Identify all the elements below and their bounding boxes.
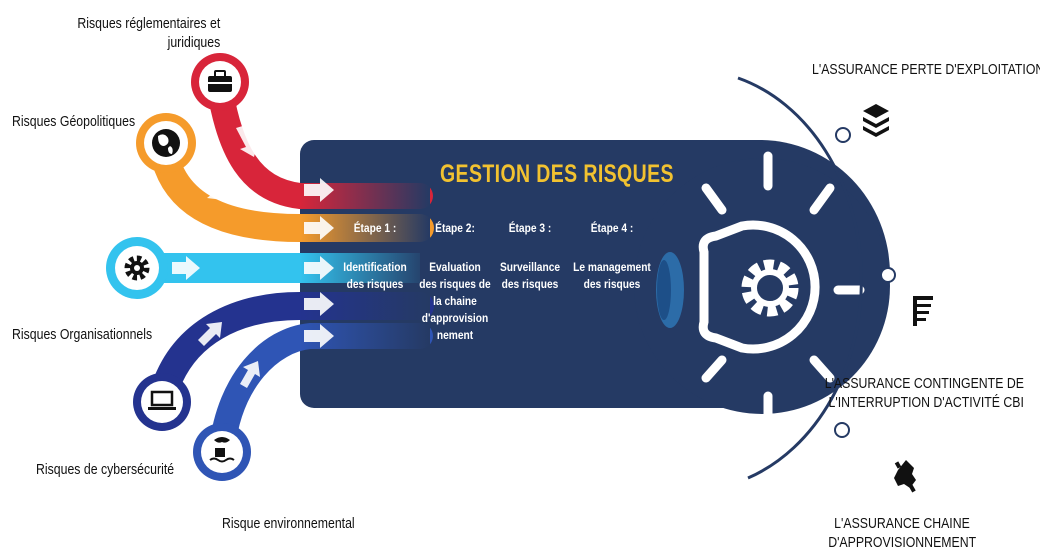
arc-node-middle xyxy=(880,267,896,283)
arrow-geopolitical xyxy=(196,174,223,200)
briefcase-icon xyxy=(208,70,232,92)
environment-node xyxy=(193,423,251,481)
step-2-label: Étape 2: xyxy=(435,221,475,235)
step-3-description: Surveillance des risques xyxy=(499,260,561,291)
globe-icon xyxy=(152,129,180,157)
arrow-entry-1 xyxy=(304,178,334,202)
ribbon-arrows xyxy=(172,125,334,388)
risk-label-cyber: Risques de cybersécurité xyxy=(36,461,175,478)
arrow-entry-3 xyxy=(304,256,334,280)
step-4-label: Étape 4 : xyxy=(590,221,634,235)
gear-node xyxy=(106,237,168,299)
handshake-icon xyxy=(894,460,916,493)
gear-icon xyxy=(124,255,150,281)
document-list-icon xyxy=(913,296,933,326)
arrow-entry-2 xyxy=(304,216,334,240)
arrow-organisational xyxy=(172,256,200,280)
step-4-description: Le management des risques xyxy=(573,260,651,291)
step-1-label: Étape 1 : xyxy=(353,221,397,235)
step-1-description: Identification des risques xyxy=(343,260,407,291)
risk-label-geopolitical: Risques Géopolitiques xyxy=(11,113,135,130)
briefcase-node xyxy=(191,53,249,111)
arrow-entry-5 xyxy=(304,324,334,348)
risk-label-organisational: Risques Organisationnels xyxy=(12,326,153,343)
arrow-entry-4 xyxy=(304,292,334,316)
globe-node xyxy=(136,113,196,173)
laptop-node xyxy=(133,373,191,431)
insurance-label-contingent-cbi: L'ASSURANCE CONTINGENTE DE L'INTERRUPTIO… xyxy=(824,375,1024,411)
arc-node-bottom xyxy=(834,422,850,438)
arrow-cyber xyxy=(198,322,222,346)
arrow-environment xyxy=(240,361,260,388)
environment-icon xyxy=(209,437,235,463)
outer-arc xyxy=(737,76,863,480)
arrow-regulatory xyxy=(236,125,258,157)
arc-node-top xyxy=(835,127,851,143)
risk-label-environment: Risque environnemental xyxy=(222,515,355,532)
risk-label-regulatory: Risques réglementaires et juridiques xyxy=(77,15,220,51)
layers-icon xyxy=(863,104,889,137)
step-2-description: Evaluation des risques de la chaine d'ap… xyxy=(419,260,491,342)
insurance-label-operating-loss: L'ASSURANCE PERTE D'EXPLOITATION xyxy=(812,61,1040,78)
ribbon-regulatory xyxy=(207,77,433,209)
panel-title: GESTION DES RISQUES xyxy=(440,160,674,188)
bulb-lens xyxy=(656,252,684,328)
laptop-icon xyxy=(148,390,176,410)
step-3-label: Étape 3 : xyxy=(508,221,552,235)
lightbulb-gear-icon xyxy=(698,151,865,429)
center-gear-icon xyxy=(741,259,799,317)
insurance-label-supply-chain: L'ASSURANCE CHAINE D'APPROVISIONNEMENT xyxy=(828,515,977,551)
